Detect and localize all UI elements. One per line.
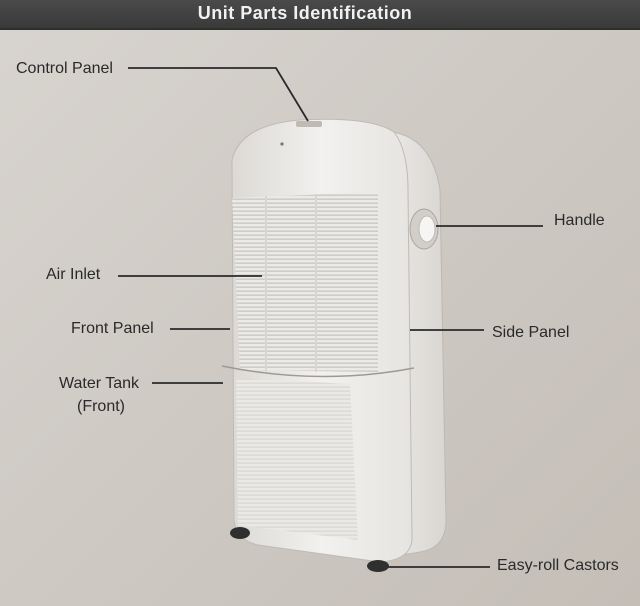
handle-shape bbox=[409, 208, 439, 250]
label-water-tank-front: (Front) bbox=[77, 398, 125, 415]
label-handle: Handle bbox=[554, 212, 605, 229]
label-control-panel: Control Panel bbox=[16, 60, 113, 77]
page-title: Unit Parts Identification bbox=[197, 3, 413, 23]
label-front-panel: Front Panel bbox=[71, 320, 154, 337]
label-water-tank: Water Tank bbox=[59, 375, 140, 392]
title-bar: Unit Parts Identification bbox=[0, 0, 640, 30]
castors-shape bbox=[230, 527, 389, 572]
water-tank-grille bbox=[236, 378, 358, 540]
label-air-inlet: Air Inlet bbox=[46, 266, 101, 283]
leader-lines bbox=[118, 67, 543, 568]
label-side-panel: Side Panel bbox=[492, 324, 570, 341]
water-tank-seam bbox=[221, 365, 415, 378]
air-inlet-grille bbox=[232, 192, 378, 372]
control-panel-shape bbox=[280, 121, 322, 146]
label-castors: Easy-roll Castors bbox=[497, 557, 619, 574]
